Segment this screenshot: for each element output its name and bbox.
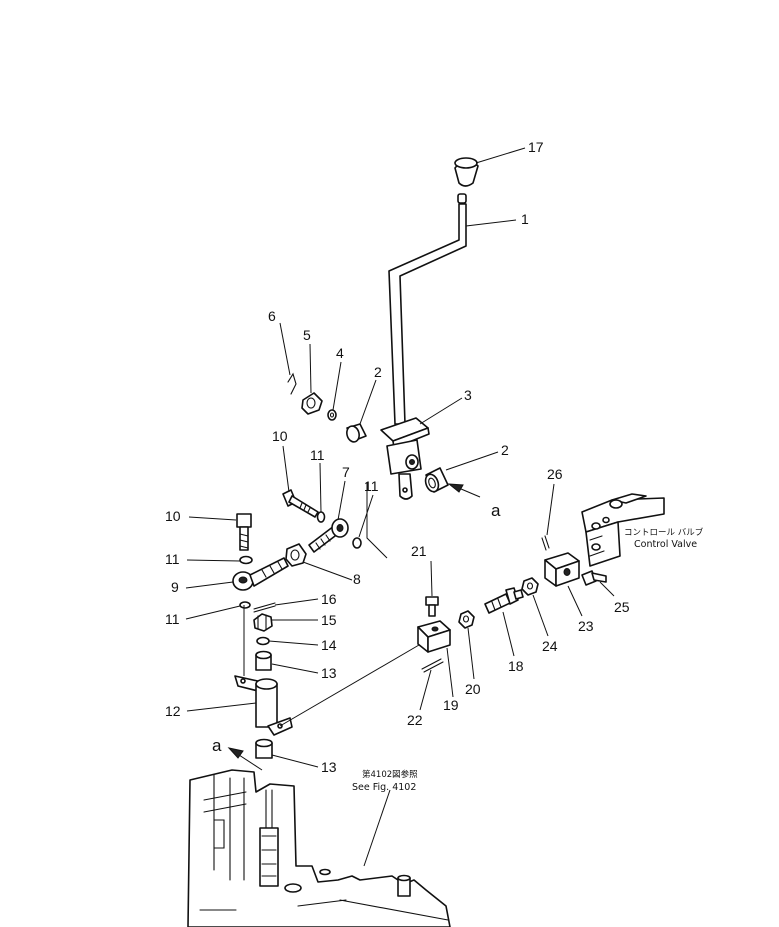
transmission-case [187,769,451,927]
nut-24 [521,577,539,596]
cotter-pin-upper [287,372,297,395]
leader-lines [185,147,615,867]
part-label: 11 [310,447,325,463]
part-label: 2 [501,442,509,458]
part-label: 11 [364,478,379,494]
bolt-25 [581,570,607,586]
part-label: 13 [321,665,337,681]
lever-arm [234,605,420,736]
lever-bracket [380,417,430,500]
part-label: 4 [336,345,344,361]
nut-8 [285,543,307,567]
part-label: 24 [542,638,558,654]
bushing-13-upper [255,650,272,671]
part-label: 5 [303,327,311,343]
part-label: 26 [547,466,563,482]
control-valve [581,493,665,567]
part-label: 3 [464,387,472,403]
view-marker-a-upper: a [491,501,501,520]
see-fig-en-note: See Fig. 4102 [352,782,416,793]
bolt-21 [425,596,439,617]
bolt-left [236,513,252,551]
block-23 [544,552,580,587]
control-valve-jp-note: コントロール バルブ [624,527,704,538]
castle-nut [301,392,323,415]
part-label: 18 [508,658,524,674]
pin-22 [421,658,444,673]
part-label: 11 [165,551,180,567]
part-label: 6 [268,308,276,324]
bushing-13-lower [255,738,273,759]
nut-20 [458,610,475,629]
bushing-upper [346,423,367,443]
knob [454,157,479,187]
clevis-19 [417,620,451,653]
part-label: 14 [321,637,337,653]
washer-left-top [239,555,253,565]
part-label: 16 [321,591,337,607]
washer-left-bottom [239,601,251,609]
ball-joint-18 [484,587,524,614]
part-label: 9 [171,579,179,595]
part-label: 10 [165,508,181,524]
bolt-upper [282,489,319,518]
part-label: 15 [321,612,337,628]
part-label: 17 [528,139,544,155]
washer-upper [327,409,337,421]
part-label: 13 [321,759,337,775]
rod-end-upper [308,518,349,553]
part-label: 20 [465,681,481,697]
part-label: 10 [272,428,288,444]
washer-upper-bolt [316,511,326,523]
view-arrow-lower [227,747,263,771]
part-label: 12 [165,703,181,719]
view-arrow-upper [447,483,481,498]
part-label: 22 [407,712,423,728]
part-label: 25 [614,599,630,615]
part-label: 7 [342,464,350,480]
part-label: 8 [353,571,361,587]
part-label: 21 [411,543,427,559]
lever-rod [388,193,467,425]
part-label: 1 [521,211,529,227]
view-marker-a-lower: a [212,736,222,755]
see-fig-jp-note: 第4102図参照 [362,769,418,780]
washer-mid [352,537,362,549]
control-valve-en-note: Control Valve [634,539,697,550]
cotter-pin-16 [253,602,276,613]
bushing-lower [424,467,449,493]
part-label: 23 [578,618,594,634]
part-label: 19 [443,697,459,713]
part-label: 11 [165,611,180,627]
castle-nut-15 [253,613,273,632]
pin-26 [541,535,550,551]
washer-14 [256,636,270,646]
part-labels: 17 1 6 5 4 2 3 2 10 11 7 11 10 11 8 9 11… [165,139,630,775]
part-label: 2 [374,364,382,380]
rod-end-lower [232,557,289,591]
